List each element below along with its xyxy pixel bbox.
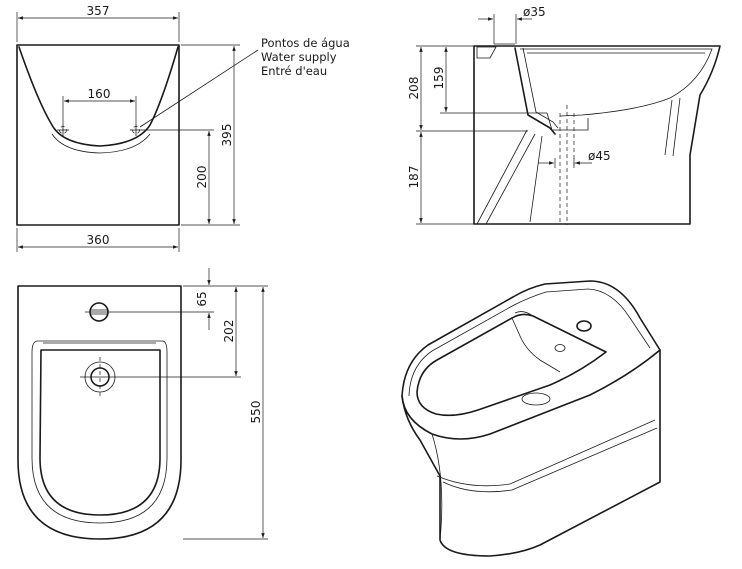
iso-rim (401, 280, 661, 440)
iso-bowl (416, 313, 607, 417)
side-view: ø35 ø45 208 187 159 (407, 5, 721, 225)
dim-total-length: 550 (249, 401, 263, 424)
dim-upper-height: 208 (407, 77, 421, 100)
front-view: 357 160 360 395 200 (16, 4, 259, 252)
front-body-outline (16, 44, 180, 226)
dim-inlet-spacing: 160 (88, 87, 111, 101)
tap-hole-icon (85, 302, 214, 322)
iso-overflow-icon (554, 344, 566, 352)
iso-body (401, 349, 661, 557)
dim-lower-height: 187 (407, 166, 421, 189)
note-line-fr: Entré d'eau (261, 64, 327, 78)
side-outline (473, 45, 721, 225)
right-inlet-icon (130, 124, 142, 136)
dim-outlet-diameter: ø45 (588, 149, 611, 163)
note-line-pt: Pontos de água (261, 36, 350, 50)
dim-inlet-height: 200 (195, 166, 209, 189)
dim-drain-offset: 202 (222, 320, 236, 343)
top-outline (17, 285, 182, 540)
dim-bottom-width: 360 (87, 233, 110, 247)
side-drain (546, 112, 589, 131)
dim-bowl-depth: 159 (432, 67, 446, 90)
top-bowl-outer (31, 340, 168, 524)
top-bowl-inner (39, 349, 161, 516)
front-bowl-lip (51, 133, 151, 154)
side-trap-outer (514, 47, 556, 135)
iso-drain-icon (521, 392, 551, 406)
perspective-view (401, 280, 661, 557)
iso-tap-hole-icon (576, 320, 592, 332)
top-view: 65 202 550 (17, 268, 268, 540)
dim-tap-hole-offset: 65 (195, 291, 209, 306)
dim-inlet-diameter: ø35 (523, 5, 546, 19)
dim-total-height: 395 (220, 124, 234, 147)
water-supply-note: Pontos de água Water supply Entré d'eau (261, 36, 350, 78)
drain-icon (80, 357, 241, 397)
water-supply-leader (139, 49, 259, 128)
front-bowl-rim (18, 46, 179, 147)
side-bowl-inner (520, 48, 713, 117)
note-line-en: Water supply (261, 50, 337, 64)
left-inlet-icon (57, 124, 69, 136)
dim-top-width: 357 (87, 4, 110, 18)
